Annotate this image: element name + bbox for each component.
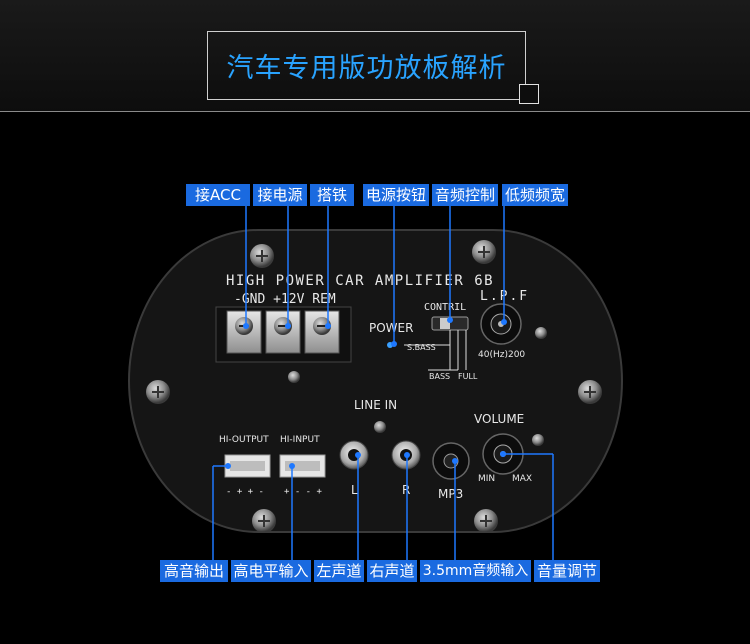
min-label: MIN	[478, 474, 495, 484]
sbass-label: S.BASS	[407, 343, 436, 352]
mp3-label: MP3	[438, 487, 463, 501]
lpf-range-label: 40(Hz)200	[478, 350, 525, 360]
lpf-knob[interactable]	[480, 303, 522, 345]
small-screw-icon	[532, 434, 544, 446]
hi-input-label: HI-INPUT	[280, 435, 320, 445]
callout-power-button: 电源按钮	[363, 184, 429, 206]
callout-leaders-top	[245, 206, 505, 344]
hi-input-connector[interactable]	[279, 454, 326, 478]
header-divider	[0, 111, 750, 112]
model-text: HIGH POWER CAR AMPLIFIER 6B	[226, 273, 494, 289]
callout-tweeter-output: 高音输出	[160, 560, 228, 582]
switch-leader-lines	[404, 330, 467, 371]
hi-output-connector[interactable]	[224, 454, 271, 478]
mp3-jack[interactable]	[432, 442, 470, 480]
page-title: 汽车专用版功放板解析	[226, 53, 507, 84]
small-screw-icon	[535, 327, 547, 339]
callout-acc: 接ACC	[186, 184, 250, 206]
l-label: L	[351, 483, 358, 497]
title-frame: 汽车专用版功放板解析	[207, 31, 526, 100]
callout-left-channel: 左声道	[314, 560, 364, 582]
callout-ground: 搭铁	[310, 184, 354, 206]
r-label: R	[402, 483, 410, 497]
screw-icon	[252, 509, 276, 533]
screw-icon	[578, 380, 602, 404]
callout-leader-dots-top	[243, 317, 507, 347]
full-label: FULL	[458, 372, 478, 381]
callout-3-5mm-input: 3.5mm音频输入	[420, 560, 531, 582]
hi-input-pins: + - - +	[284, 487, 323, 497]
callout-volume-control: 音量调节	[534, 560, 600, 582]
callout-right-channel: 右声道	[367, 560, 417, 582]
callout-low-freq-bandwidth: 低频频宽	[502, 184, 568, 206]
corner-box-icon	[519, 84, 539, 104]
screw-icon	[250, 244, 274, 268]
callout-high-level-input: 高电平输入	[231, 560, 311, 582]
contril-label: CONTRIL	[424, 302, 466, 313]
hi-output-label: HI-OUTPUT	[219, 435, 269, 445]
callout-leaders-bottom	[212, 453, 554, 560]
callout-audio-control: 音频控制	[432, 184, 498, 206]
screw-icon	[474, 509, 498, 533]
screw-icon	[146, 380, 170, 404]
line-in-label: LINE IN	[354, 398, 397, 412]
screw-icon	[472, 240, 496, 264]
callout-power-input: 接电源	[253, 184, 307, 206]
volume-label: VOLUME	[474, 412, 524, 426]
max-label: MAX	[512, 474, 532, 484]
callout-leader-dots-bottom	[225, 451, 506, 469]
power-label: POWER	[369, 321, 413, 335]
terminal-labels: -GND +12V REM	[234, 292, 336, 307]
left-rca-jack[interactable]	[339, 440, 369, 470]
small-screw-icon	[374, 421, 386, 433]
small-screw-icon	[288, 371, 300, 383]
hi-output-pins: - + + -	[226, 487, 264, 497]
bass-label: BASS	[429, 372, 450, 381]
header-banner	[0, 0, 750, 112]
